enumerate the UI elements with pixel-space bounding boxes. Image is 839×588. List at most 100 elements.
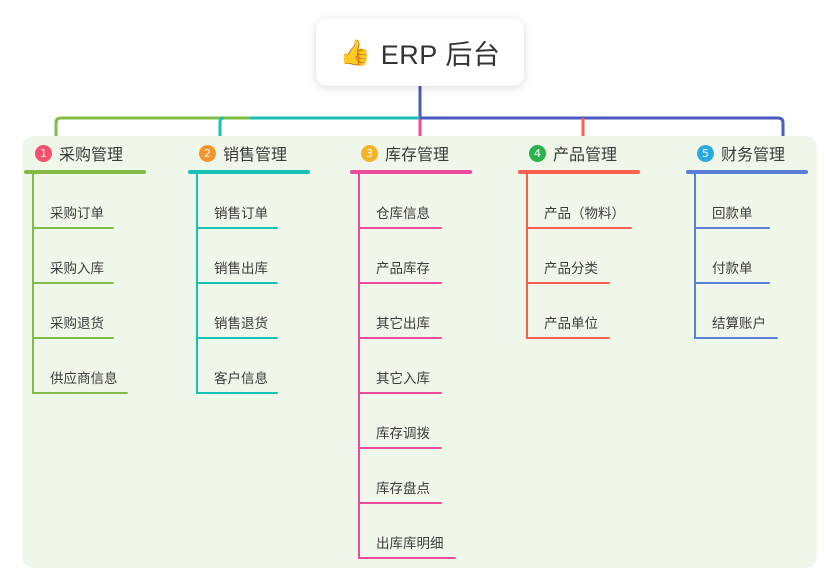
branch-column-5: 5 财务管理回款单付款单结算账户 [686, 136, 808, 339]
root-node-card[interactable]: 👍 ERP 后台 [316, 18, 524, 86]
branch-spine-5 [694, 174, 696, 339]
leaf-item-label: 产品单位 [544, 316, 598, 331]
leaf-item-rule [32, 227, 114, 229]
leaf-item[interactable]: 结算账户 [686, 284, 808, 339]
branch-title-4: 产品管理 [553, 147, 618, 164]
branch-title-5: 财务管理 [721, 147, 786, 164]
leaf-item-label: 库存调拨 [376, 426, 430, 441]
branch-header-rule-3 [350, 170, 472, 174]
thumbs-up-icon: 👍 [339, 37, 371, 67]
branch-spine-2 [196, 174, 198, 394]
leaf-item[interactable]: 库存盘点 [350, 449, 472, 504]
leaf-item[interactable]: 客户信息 [188, 339, 310, 394]
branch-header-rule-5 [686, 170, 808, 174]
leaf-item[interactable]: 采购订单 [24, 174, 146, 229]
branch-items-1: 采购订单采购入库采购退货供应商信息 [24, 174, 146, 394]
branch-badge-4: 4 [529, 144, 546, 162]
root-node-title: ERP 后台 [380, 39, 501, 70]
branch-header-3[interactable]: 3 库存管理 [350, 136, 472, 170]
branch-header-rule-1 [24, 170, 146, 174]
leaf-item-label: 付款单 [712, 261, 753, 276]
branch-header-5[interactable]: 5 财务管理 [686, 136, 808, 170]
leaf-item-label: 产品库存 [376, 261, 430, 276]
leaf-item-rule [358, 502, 442, 504]
leaf-item-label: 库存盘点 [376, 481, 430, 496]
leaf-item-rule [196, 227, 278, 229]
branch-title-1: 采购管理 [59, 147, 124, 164]
leaf-item-rule [694, 337, 778, 339]
branch-spine-3 [358, 174, 360, 559]
leaf-item[interactable]: 仓库信息 [350, 174, 472, 229]
leaf-item-label: 销售订单 [214, 206, 268, 221]
branches-panel [22, 136, 817, 568]
branch-badge-3: 3 [361, 144, 378, 162]
branch-title-2: 销售管理 [223, 147, 288, 164]
leaf-item[interactable]: 付款单 [686, 229, 808, 284]
leaf-item-label: 供应商信息 [50, 371, 118, 386]
leaf-item-rule [196, 282, 278, 284]
leaf-item-rule [694, 282, 770, 284]
branch-badge-2: 2 [199, 144, 216, 162]
leaf-item-rule [358, 447, 442, 449]
leaf-item-rule [196, 337, 278, 339]
branch-header-rule-4 [518, 170, 640, 174]
leaf-item-label: 其它出库 [376, 316, 430, 331]
branch-items-4: 产品（物料） 产品分类产品单位 [518, 174, 640, 339]
leaf-item[interactable]: 产品库存 [350, 229, 472, 284]
leaf-item-rule [358, 282, 442, 284]
leaf-item[interactable]: 产品分类 [518, 229, 640, 284]
leaf-item[interactable]: 出库库明细 [350, 504, 472, 559]
branch-items-3: 仓库信息产品库存其它出库其它入库库存调拨库存盘点出库库明细 [350, 174, 472, 559]
leaf-item-label: 结算账户 [712, 316, 766, 331]
branch-title-3: 库存管理 [385, 147, 450, 164]
leaf-item-rule [526, 282, 610, 284]
leaf-item[interactable]: 采购入库 [24, 229, 146, 284]
branch-header-1[interactable]: 1 采购管理 [24, 136, 146, 170]
branch-items-5: 回款单付款单结算账户 [686, 174, 808, 339]
leaf-item-rule [358, 392, 442, 394]
leaf-item[interactable]: 回款单 [686, 174, 808, 229]
leaf-item-rule [358, 557, 456, 559]
branch-items-2: 销售订单销售出库销售退货客户信息 [188, 174, 310, 394]
branch-spine-1 [32, 174, 34, 394]
leaf-item-rule [32, 282, 114, 284]
branch-spine-4 [526, 174, 528, 339]
leaf-item-rule [196, 392, 278, 394]
branch-header-2[interactable]: 2 销售管理 [188, 136, 310, 170]
leaf-item-label: 采购退货 [50, 316, 104, 331]
branch-header-rule-2 [188, 170, 310, 174]
leaf-item-label: 仓库信息 [376, 206, 430, 221]
leaf-item-label: 出库库明细 [376, 536, 444, 551]
leaf-item-label: 产品分类 [544, 261, 598, 276]
leaf-item[interactable]: 销售退货 [188, 284, 310, 339]
leaf-item-label: 产品（物料） [544, 206, 625, 221]
leaf-item-label: 采购订单 [50, 206, 104, 221]
leaf-item[interactable]: 库存调拨 [350, 394, 472, 449]
leaf-item-label: 销售退货 [214, 316, 268, 331]
leaf-item-rule [694, 227, 770, 229]
leaf-item[interactable]: 销售订单 [188, 174, 310, 229]
branch-column-2: 2 销售管理销售订单销售出库销售退货客户信息 [188, 136, 310, 394]
leaf-item[interactable]: 供应商信息 [24, 339, 146, 394]
branch-column-4: 4 产品管理产品（物料） 产品分类产品单位 [518, 136, 640, 339]
leaf-item-rule [32, 337, 114, 339]
branch-badge-1: 1 [35, 144, 52, 162]
leaf-item[interactable]: 采购退货 [24, 284, 146, 339]
leaf-item-label: 其它入库 [376, 371, 430, 386]
leaf-item[interactable]: 产品单位 [518, 284, 640, 339]
leaf-item[interactable]: 其它出库 [350, 284, 472, 339]
leaf-item-label: 采购入库 [50, 261, 104, 276]
branch-column-3: 3 库存管理仓库信息产品库存其它出库其它入库库存调拨库存盘点出库库明细 [350, 136, 472, 559]
leaf-item[interactable]: 销售出库 [188, 229, 310, 284]
branch-badge-5: 5 [697, 144, 714, 162]
leaf-item[interactable]: 其它入库 [350, 339, 472, 394]
leaf-item-rule [32, 392, 128, 394]
leaf-item-rule [358, 227, 442, 229]
leaf-item[interactable]: 产品（物料） [518, 174, 640, 229]
branch-header-4[interactable]: 4 产品管理 [518, 136, 640, 170]
leaf-item-rule [526, 227, 632, 229]
branch-column-1: 1 采购管理采购订单采购入库采购退货供应商信息 [24, 136, 146, 394]
leaf-item-label: 回款单 [712, 206, 753, 221]
leaf-item-rule [526, 337, 610, 339]
